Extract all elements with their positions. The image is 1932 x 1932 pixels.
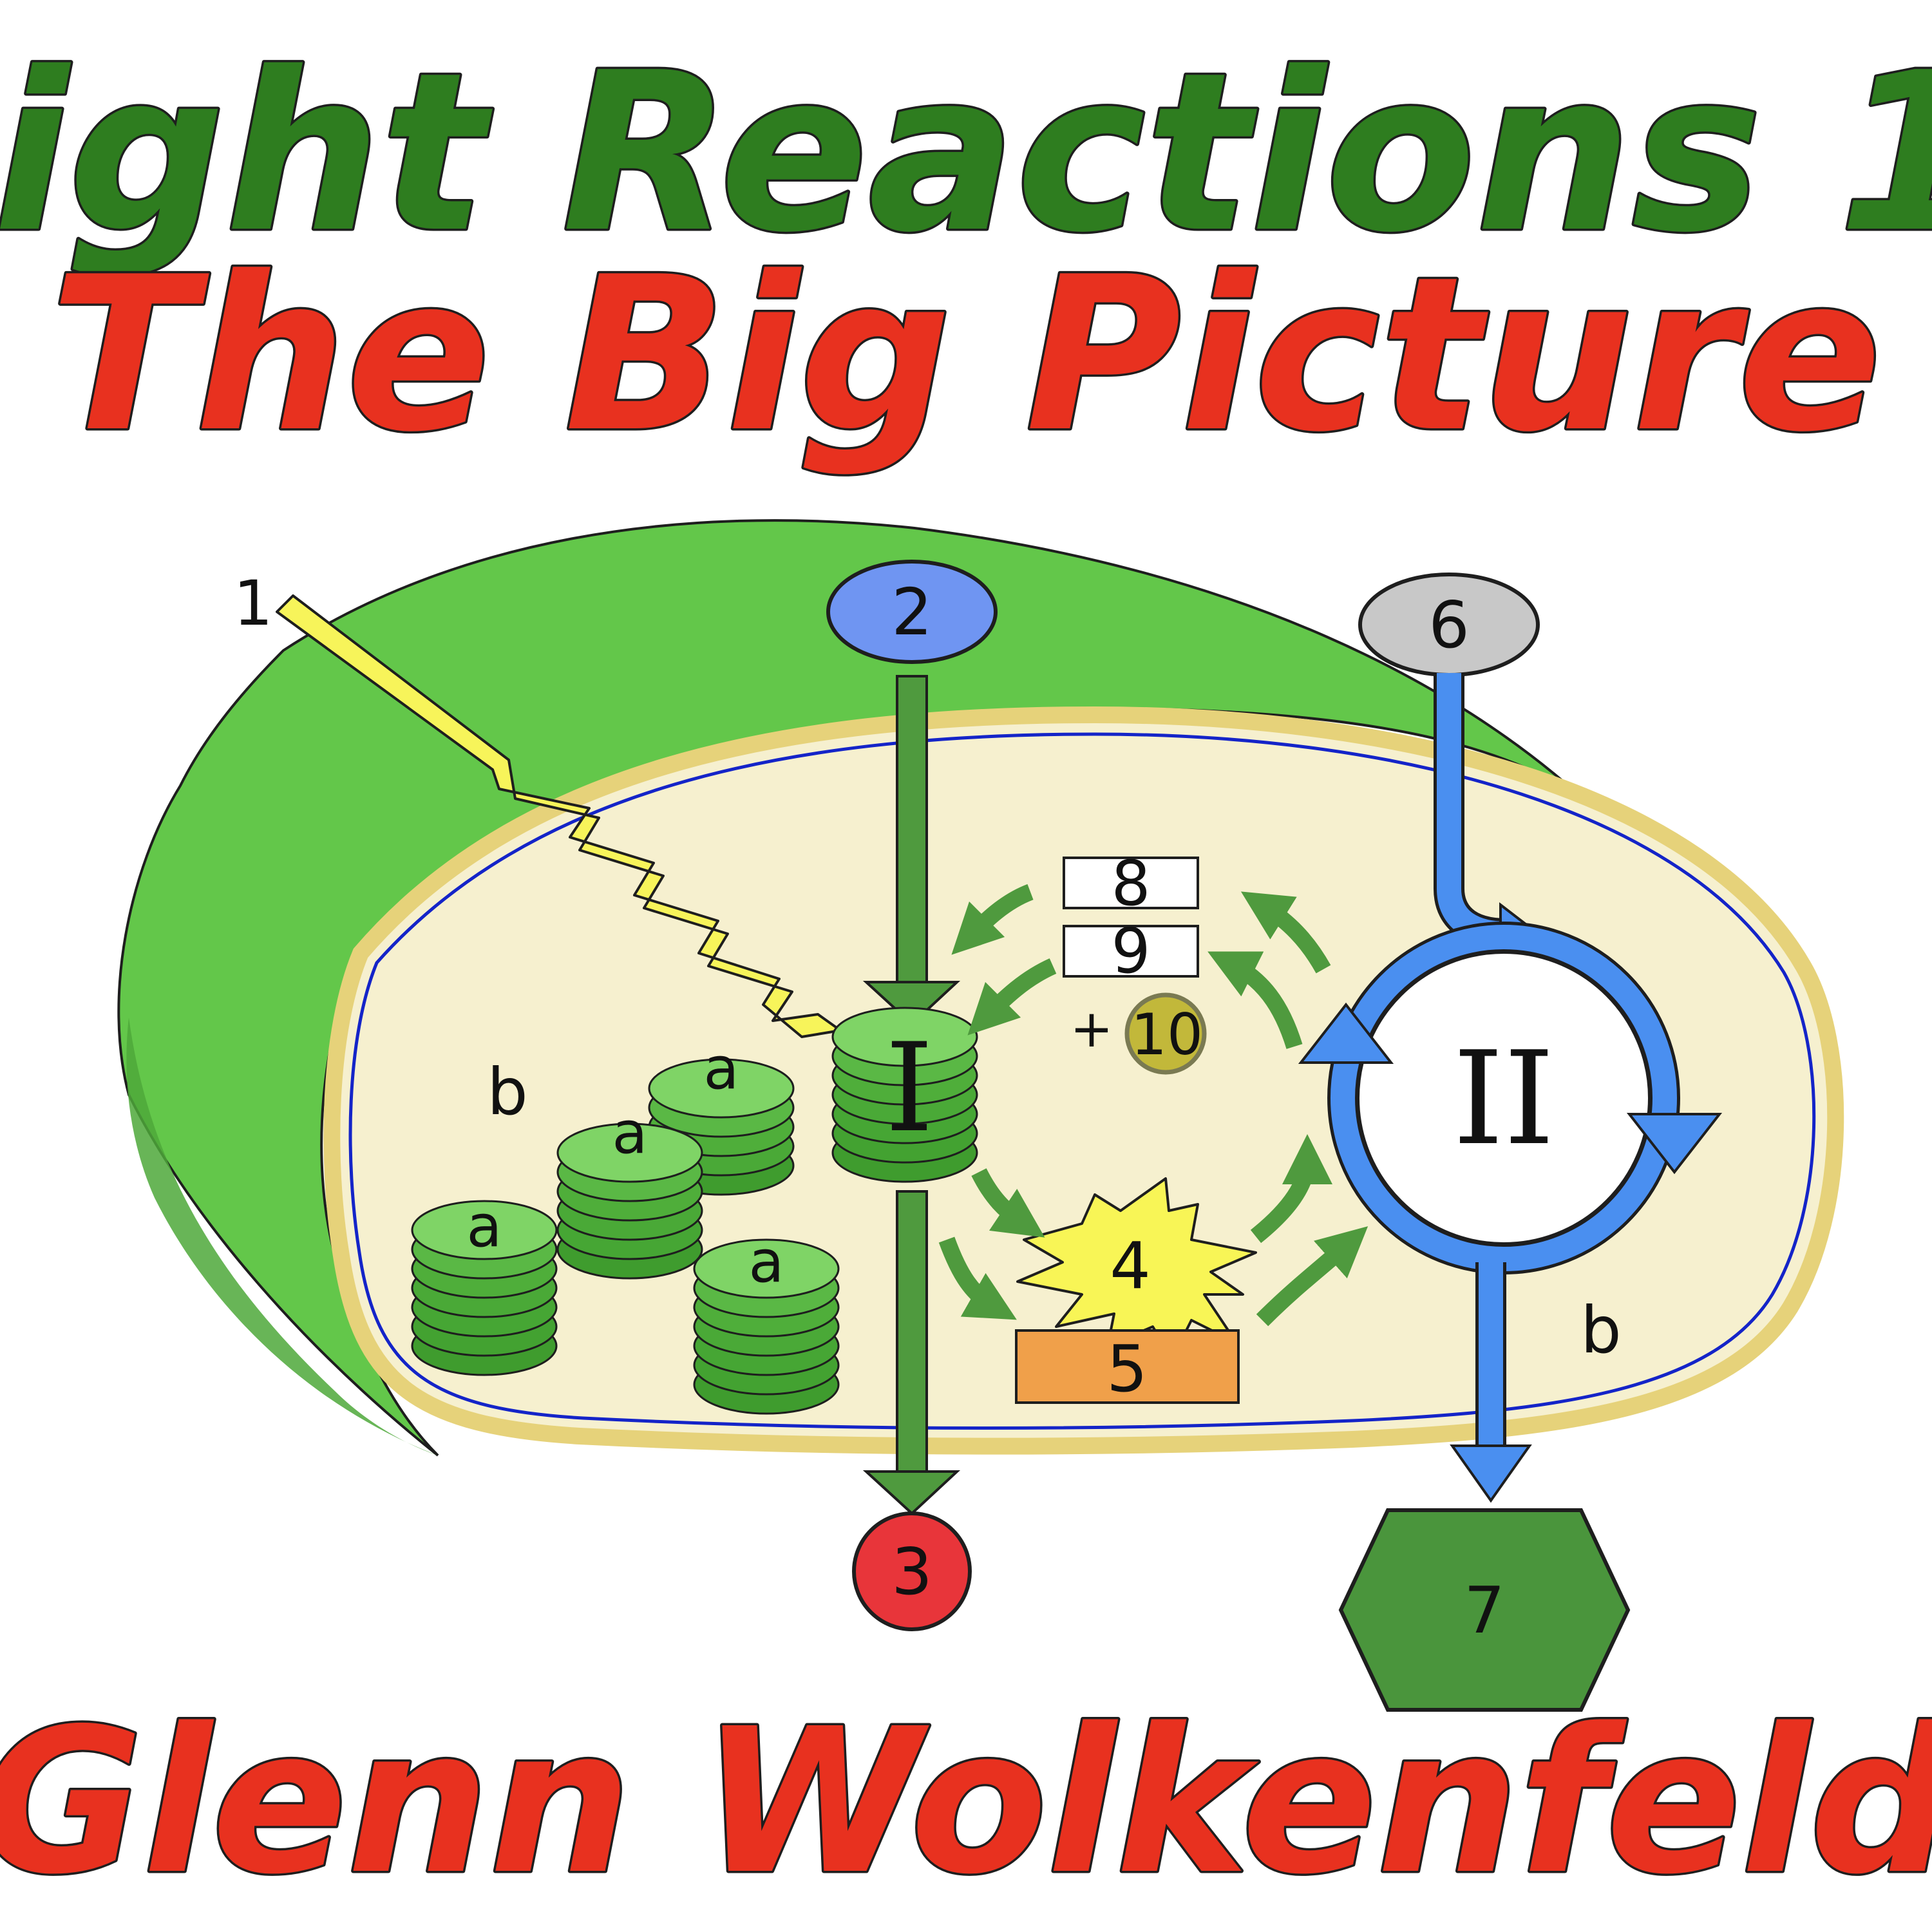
chloroplast-outer-shade bbox=[126, 1018, 439, 1455]
thylakoid-stack-3 bbox=[411, 1200, 558, 1376]
cycle-center bbox=[1357, 951, 1651, 1245]
ion-circle-10 bbox=[1124, 992, 1207, 1075]
flow-arrow-burst-to-II-upper bbox=[1250, 1134, 1332, 1244]
flow-arrow-II-to-8 bbox=[1240, 891, 1331, 974]
cycle-ring bbox=[1331, 925, 1677, 1271]
label-plus: + bbox=[1070, 999, 1113, 1059]
arrow-down-head-top bbox=[862, 981, 961, 1026]
label-b-right: b bbox=[1580, 1293, 1621, 1368]
label-b-left: b bbox=[487, 1054, 527, 1130]
label-stage-II: II bbox=[1453, 1024, 1555, 1174]
flow-arrow-box-to-II bbox=[1256, 1226, 1368, 1327]
label-3: 3 bbox=[891, 1534, 933, 1609]
cycle-output-arrowhead bbox=[1450, 1444, 1532, 1503]
thylakoid-stack-4 bbox=[693, 1238, 840, 1415]
sunlight-bolt bbox=[276, 594, 842, 1038]
thylakoid-stack-I bbox=[831, 1007, 978, 1183]
output-node-7 bbox=[1338, 1508, 1631, 1712]
label-9: 9 bbox=[1111, 915, 1150, 987]
arrow-down-shaft-top bbox=[896, 675, 928, 990]
flow-arrow-I-to-box bbox=[938, 1236, 1017, 1320]
label-4: 4 bbox=[1110, 1228, 1151, 1303]
carrier-box-9 bbox=[1063, 925, 1199, 978]
thylakoid-stack-2 bbox=[556, 1122, 703, 1280]
label-5: 5 bbox=[1106, 1331, 1148, 1406]
label-a-2: a bbox=[612, 1099, 647, 1167]
label-2: 2 bbox=[891, 574, 933, 650]
label-1: 1 bbox=[233, 567, 272, 639]
label-stage-I: I bbox=[885, 1017, 933, 1159]
cycle-arrowhead-left bbox=[1298, 1002, 1394, 1064]
label-8: 8 bbox=[1111, 848, 1150, 920]
author-name: Glenn Wolkenfeld bbox=[0, 1686, 1932, 1918]
label-6: 6 bbox=[1428, 587, 1470, 663]
energy-burst-4 bbox=[1016, 1177, 1257, 1360]
flow-arrow-I-to-burst bbox=[971, 1168, 1045, 1238]
label-a-1: a bbox=[703, 1035, 739, 1103]
cycle-arrowhead-right bbox=[1626, 1113, 1723, 1175]
label-a-4: a bbox=[748, 1228, 784, 1296]
label-10: 10 bbox=[1131, 1001, 1203, 1068]
arrow-down-head-bottom bbox=[862, 1470, 961, 1515]
arrow-down-shaft-bottom bbox=[896, 1190, 928, 1476]
title-line-2: The Big Picture bbox=[50, 231, 1882, 478]
input-node-2 bbox=[826, 560, 998, 664]
carrier-box-8 bbox=[1063, 857, 1199, 909]
product-box-5 bbox=[1015, 1329, 1240, 1404]
output-node-3 bbox=[852, 1511, 972, 1631]
flow-arrow-II-to-9 bbox=[1208, 951, 1303, 1049]
flow-arrow-8-to-I bbox=[951, 884, 1034, 955]
title-line-1: Light Reactions 1: bbox=[0, 26, 1932, 281]
inner-membrane bbox=[348, 732, 1816, 1430]
label-a-3: a bbox=[466, 1193, 502, 1260]
label-7: 7 bbox=[1464, 1573, 1505, 1648]
flow-arrow-9-to-I bbox=[967, 958, 1057, 1036]
